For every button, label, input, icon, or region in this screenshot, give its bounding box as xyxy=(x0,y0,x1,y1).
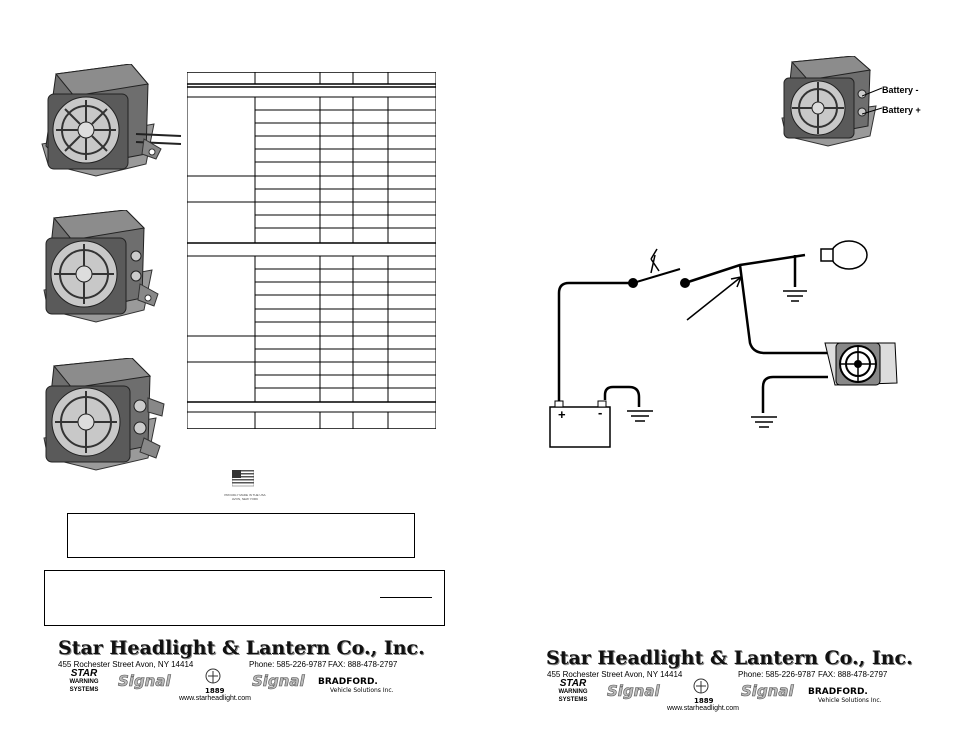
warning-underline xyxy=(380,597,432,598)
lantern-mascot-icon-right xyxy=(693,678,709,694)
fax-right: FAX: 888-478-2797 xyxy=(818,670,888,679)
bradford-sub-right: Vehicle Solutions Inc. xyxy=(818,697,882,704)
warning-box xyxy=(44,570,445,626)
switch-contact-2 xyxy=(680,278,690,288)
address-left: 455 Rochester Street Avon, NY 14414 xyxy=(58,660,194,669)
battery-ground-wire xyxy=(603,385,641,407)
battery-icon xyxy=(549,406,611,448)
fax-left: FAX: 888-478-2797 xyxy=(328,660,398,669)
made-in-usa-caption: PROUDLY MADE IN THE USA AVON, NEW YORK xyxy=(210,493,280,501)
made-in-usa-line2: AVON, NEW YORK xyxy=(231,497,259,501)
battery-positive-wire xyxy=(557,281,633,410)
company-name-right: Star Headlight & Lantern Co., Inc. xyxy=(546,647,913,669)
signal-logo-right-2: Signal xyxy=(741,682,794,701)
backup-alarm-terminal-photo xyxy=(781,56,877,147)
notice-box xyxy=(67,513,415,558)
battery-plus-sign: + xyxy=(558,407,566,422)
junction-pointer xyxy=(686,276,742,321)
spec-table xyxy=(186,71,437,430)
alarm-ground-wire xyxy=(761,375,828,413)
signal-logo-left-1: Signal xyxy=(118,672,171,691)
switch-contact-1 xyxy=(628,278,638,288)
switch-to-alarm-wire xyxy=(738,264,827,355)
star-logo-text: STAR xyxy=(70,668,98,679)
usa-flag-icon xyxy=(232,470,254,487)
signal-logo-right-1: Signal xyxy=(607,682,660,701)
website-left: www.starheadlight.com xyxy=(179,695,251,702)
switch-arrow-pointer xyxy=(650,248,660,272)
battery-label-leaders xyxy=(862,87,883,115)
star-logo-systems-right: SYSTEMS xyxy=(558,697,588,703)
bradford-sub-left: Vehicle Solutions Inc. xyxy=(330,687,394,694)
signal-logo-left-2: Signal xyxy=(252,672,305,691)
lamp-ground-icon xyxy=(783,290,807,302)
spec-table-grid xyxy=(186,71,437,430)
year-1889-left: 1889 xyxy=(205,687,225,695)
made-in-usa-line1: PROUDLY MADE IN THE USA xyxy=(224,493,266,497)
backup-alarm-photo-stud-terminals xyxy=(43,210,159,323)
star-warning-logo-right: STAR WARNING SYSTEMS xyxy=(551,678,595,704)
address-right: 455 Rochester Street Avon, NY 14414 xyxy=(547,670,683,679)
battery-ground-icon xyxy=(627,410,653,422)
battery-minus-sign: - xyxy=(598,405,602,420)
phone-right: Phone: 585-226-9787 xyxy=(738,670,816,679)
wiring-diagram: + - xyxy=(549,240,898,448)
phone-left: Phone: 585-226-9787 xyxy=(249,660,327,669)
battery-minus-label: Battery - xyxy=(882,85,919,95)
star-logo-systems: SYSTEMS xyxy=(69,687,99,693)
star-logo-warning-right: WARNING xyxy=(558,689,588,695)
battery-plus-label: Battery + xyxy=(882,105,921,115)
backup-alarm-photo-wire-leads xyxy=(41,64,182,177)
star-warning-logo-left: STAR WARNING SYSTEMS xyxy=(62,668,106,694)
lantern-mascot-icon xyxy=(205,668,221,684)
backup-alarm-photo-large-stud xyxy=(43,358,165,471)
alarm-unit-icon xyxy=(824,342,898,386)
switch-lever xyxy=(632,268,681,284)
star-logo-text-right: STAR xyxy=(559,678,587,689)
bradford-logo-left: BRADFORD. xyxy=(318,677,378,687)
website-right: www.starheadlight.com xyxy=(667,705,739,712)
bradford-logo-right: BRADFORD. xyxy=(808,687,868,697)
switch-to-lamp-wire xyxy=(684,253,806,285)
star-logo-warning: WARNING xyxy=(69,679,99,685)
company-name-left: Star Headlight & Lantern Co., Inc. xyxy=(58,637,425,659)
alarm-ground-icon xyxy=(751,416,777,428)
year-1889-right: 1889 xyxy=(694,697,714,705)
lamp-bulb-icon xyxy=(830,240,868,270)
